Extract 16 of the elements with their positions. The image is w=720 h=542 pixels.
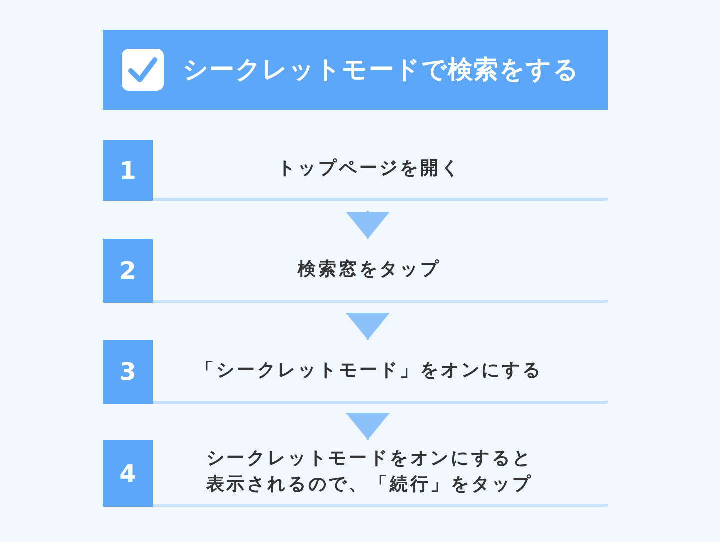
step-row — [103, 140, 608, 201]
number-box: 3 — [103, 340, 153, 404]
step-row — [103, 340, 608, 404]
number-box: 2 — [103, 239, 153, 303]
arrow — [346, 211, 390, 239]
step-text: 「シークレットモード」をオンにする — [196, 358, 543, 382]
step-row — [103, 239, 608, 303]
step-row — [103, 440, 608, 507]
step-text: トップページを開く — [278, 157, 462, 181]
arrow — [346, 413, 390, 440]
number-box: 4 — [103, 440, 153, 507]
title-text: シークレットモードで検索をする — [183, 54, 580, 86]
arrow — [346, 313, 390, 340]
step-text: 検索窓をタップ — [298, 258, 441, 282]
number-box: 1 — [103, 140, 153, 201]
step-text: シークレットモードをオンにすると表示されるので、「続行」をタップ — [205, 447, 534, 497]
